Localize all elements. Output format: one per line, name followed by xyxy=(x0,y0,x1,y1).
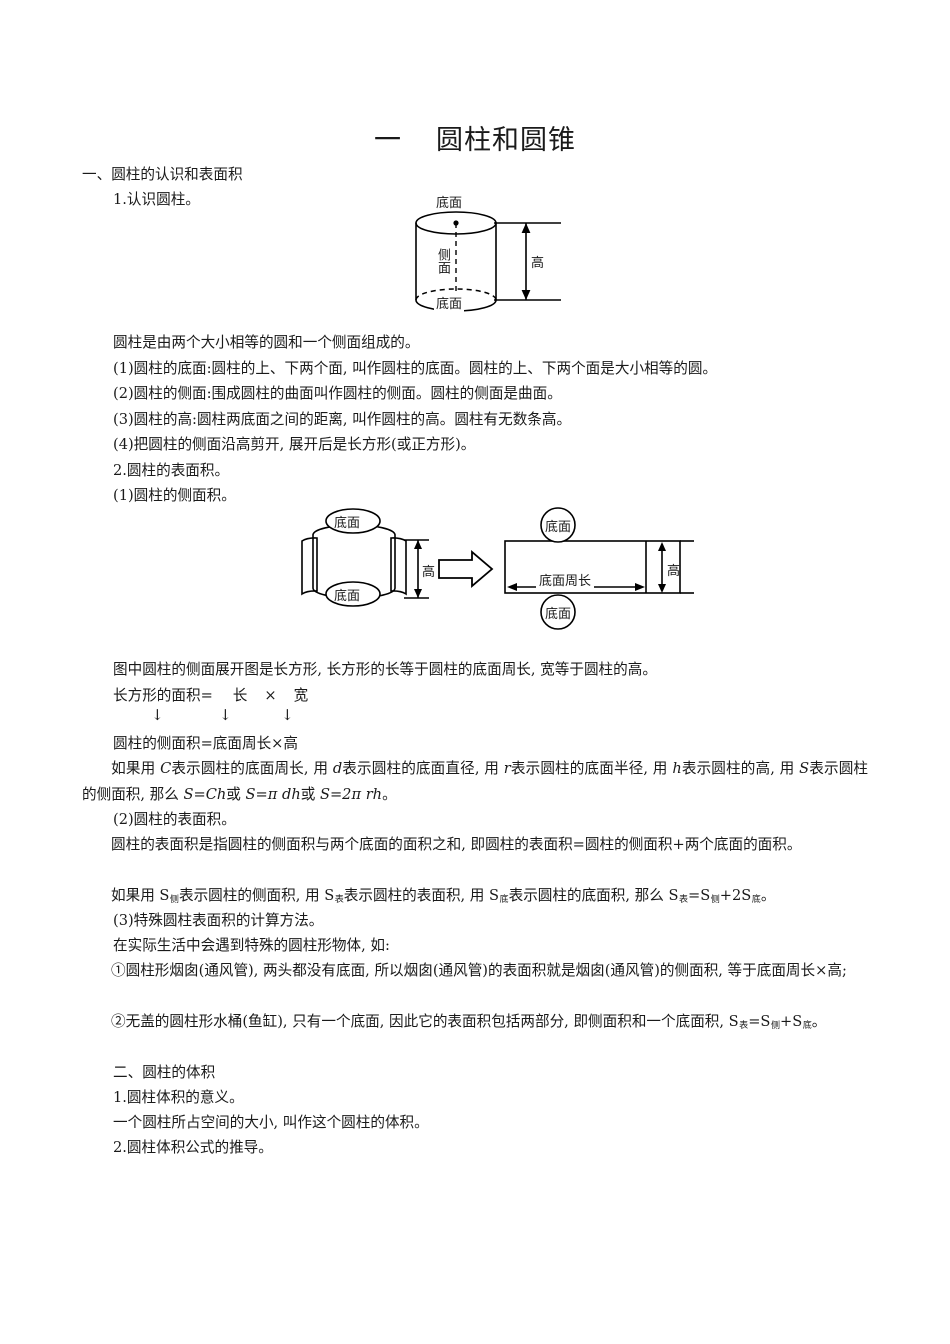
sym-r: r xyxy=(503,760,511,777)
figure2-right-top-base: 底面 xyxy=(545,520,572,535)
para-real-life-text: 在实际生活中会遇到特殊的圆柱形物体, 如: xyxy=(113,937,390,954)
sub-end: 。 xyxy=(760,887,776,904)
down-arrow-icon-3: ↓ xyxy=(281,706,294,724)
case2-p1: ②无盖的圆柱形水桶(鱼缸), 只有一个底面, 因此它的表面积包括两部分, 即侧面… xyxy=(111,1013,739,1030)
sym-end: 。 xyxy=(382,785,397,803)
section-heading-2: 二、圆柱的体积 xyxy=(82,1060,868,1086)
para-surface-area-head: 2.圆柱的表面积。 xyxy=(113,461,230,479)
sym-or-1: 或 xyxy=(226,785,246,803)
case2-p3: +S xyxy=(779,1013,803,1030)
figure1-label-bottom-base: 底面 xyxy=(434,293,465,312)
title-number: 一 xyxy=(374,125,402,156)
subsection-1-1: 1.认识圆柱。 xyxy=(82,187,899,213)
para-surface-item-2: (2)圆柱的表面积。 xyxy=(82,807,868,833)
figure2-left-top-base: 底面 xyxy=(334,516,361,531)
sub-4: 表 xyxy=(678,894,688,905)
formula-term-length: 长 xyxy=(232,687,248,704)
para-item-2-label: (2)圆柱的表面积。 xyxy=(113,811,236,828)
para-base-face: (1)圆柱的底面:圆柱的上、下两个面, 叫作圆柱的底面。圆柱的上、下两个面是大小… xyxy=(113,359,718,377)
sym-or-2: 或 xyxy=(300,785,320,803)
figure1-label-height: 高 xyxy=(531,256,545,271)
para-surface-definition-text: 圆柱的表面积是指圆柱的侧面积与两个底面的面积之和, 即圆柱的表面积=圆柱的侧面积… xyxy=(111,836,802,853)
para-cylinder-def: 圆柱是由两个大小相等的圆和一个侧面组成的。 xyxy=(113,334,420,351)
sym-S: S xyxy=(799,760,810,777)
down-arrow-icon-2: ↓ xyxy=(219,706,232,724)
sub-p6: +2S xyxy=(719,887,752,904)
subsection-1-1-label: 1.认识圆柱。 xyxy=(113,191,200,208)
para-subscript-formula: 如果用 S侧表示圆柱的侧面积, 用 S表表示圆柱的表面积, 用 S底表示圆柱的底… xyxy=(82,883,868,913)
section-2-item-1-label: 1.圆柱体积的意义。 xyxy=(113,1089,244,1106)
sub-p5: =S xyxy=(688,887,711,904)
sym-d: d xyxy=(332,760,343,777)
section-heading-1: 一、圆柱的认识和表面积 xyxy=(82,162,868,188)
formula-mapping-arrows: ↓ ↓ ↓ xyxy=(82,708,868,734)
section-2-item-3: 2.圆柱体积公式的推导。 xyxy=(82,1135,868,1161)
sym-formula-1: S=Ch xyxy=(183,785,227,803)
sym-p5: 表示圆柱的高, 用 xyxy=(681,760,800,777)
sub-2: 表 xyxy=(334,894,344,905)
paragraph-unfold-explain: 图中圆柱的侧面展开图是长方形, 长方形的长等于圆柱的底面周长, 宽等于圆柱的高。 xyxy=(82,657,868,683)
title-text: 圆柱和圆锥 xyxy=(436,125,576,156)
figure2-circumference: 底面周长 xyxy=(536,570,595,589)
page-title: 一 圆柱和圆锥 xyxy=(0,118,950,157)
sym-formula-3: S=2π rh xyxy=(319,785,383,803)
sub-5: 侧 xyxy=(710,894,720,905)
sub-p3: 表示圆柱的表面积, 用 S xyxy=(343,887,500,904)
figure1-label-top-base: 底面 xyxy=(434,192,465,211)
case2-end: 。 xyxy=(811,1013,827,1030)
section-2-item-1: 1.圆柱体积的意义。 xyxy=(82,1085,868,1111)
cylinder-diagram: 底面 侧面 底面 高 xyxy=(408,192,583,328)
sym-h: h xyxy=(672,760,682,777)
para-lateral-area-head: (1)圆柱的侧面积。 xyxy=(113,487,236,504)
section-2-label: 二、圆柱的体积 xyxy=(113,1064,216,1081)
para-side-face: (2)圆柱的侧面:围成圆柱的曲面叫作圆柱的侧面。圆柱的侧面是曲面。 xyxy=(113,385,562,402)
case2-sub-2: 侧 xyxy=(770,1020,780,1031)
figure2-left-bottom-base: 底面 xyxy=(334,589,361,604)
formula-words-line: 长方形的面积= 长 × 宽 xyxy=(82,683,868,709)
para-height: (3)圆柱的高:圆柱两底面之间的距离, 叫作圆柱的高。圆柱有无数条高。 xyxy=(113,410,572,428)
sym-p2: 表示圆柱的底面周长, 用 xyxy=(171,760,333,777)
para-item-3: (3)特殊圆柱表面积的计算方法。 xyxy=(82,908,868,934)
sub-p4: 表示圆柱的底面积, 那么 S xyxy=(508,887,679,904)
sub-p1: 如果用 S xyxy=(111,887,170,904)
sym-p1: 如果用 xyxy=(111,760,161,777)
section-2-item-2-label: 一个圆柱所占空间的大小, 叫作这个圆柱的体积。 xyxy=(113,1114,429,1131)
sub-p2: 表示圆柱的侧面积, 用 S xyxy=(178,887,335,904)
para-case-1: ①圆柱形烟囱(通风管), 两头都没有底面, 所以烟囱(通风管)的表面积就是烟囱(… xyxy=(82,958,868,984)
section-1-label: 一、圆柱的认识和表面积 xyxy=(82,166,243,183)
section-2-item-3-label: 2.圆柱体积公式的推导。 xyxy=(113,1139,273,1156)
sub-6: 底 xyxy=(751,894,761,905)
formula-prefix: 长方形的面积= xyxy=(113,687,213,704)
para-item-3-label: (3)特殊圆柱表面积的计算方法。 xyxy=(113,912,324,929)
para-case-1-text: ①圆柱形烟囱(通风管), 两头都没有底面, 所以烟囱(通风管)的表面积就是烟囱(… xyxy=(111,962,847,979)
cylinder-unfold-diagram: 底面 底面 高 底面 底面 底面周长 高 xyxy=(296,507,696,638)
sub-1: 侧 xyxy=(169,894,179,905)
sym-p3: 表示圆柱的底面直径, 用 xyxy=(342,760,504,777)
case2-sub-3: 底 xyxy=(802,1020,812,1031)
case2-p2: =S xyxy=(748,1013,771,1030)
sym-p6: 表示圆柱的侧面积, 那么 xyxy=(82,760,869,803)
sym-p4: 表示圆柱的底面半径, 用 xyxy=(510,760,673,777)
para-real-life: 在实际生活中会遇到特殊的圆柱形物体, 如: xyxy=(82,933,868,959)
formula-term-width: 宽 xyxy=(293,687,309,704)
paragraph-symbols: 如果用 C表示圆柱的底面周长, 用 d表示圆柱的底面直径, 用 r表示圆柱的底面… xyxy=(82,756,868,807)
para-unfold: (4)把圆柱的侧面沿高剪开, 展开后是长方形(或正方形)。 xyxy=(113,436,476,453)
figure2-right-bottom-base: 底面 xyxy=(545,607,572,622)
paragraph-block-1: 圆柱是由两个大小相等的圆和一个侧面组成的。 (1)圆柱的底面:圆柱的上、下两个面… xyxy=(82,330,868,509)
para-case-2: ②无盖的圆柱形水桶(鱼缸), 只有一个底面, 因此它的表面积包括两部分, 即侧面… xyxy=(82,1009,868,1039)
sym-C: C xyxy=(160,760,172,777)
figure2-left-height: 高 xyxy=(422,565,436,580)
para-unfold-explain: 图中圆柱的侧面展开图是长方形, 长方形的长等于圆柱的底面周长, 宽等于圆柱的高。 xyxy=(113,661,657,678)
case2-sub-1: 表 xyxy=(739,1020,749,1031)
figure2-right-height: 高 xyxy=(667,564,681,579)
para-surface-definition: 圆柱的表面积是指圆柱的侧面积与两个底面的面积之和, 即圆柱的表面积=圆柱的侧面积… xyxy=(82,832,868,858)
formula-result-line: 圆柱的侧面积=底面周长×高 xyxy=(82,731,868,757)
figure1-label-side: 侧面 xyxy=(435,248,450,274)
sym-formula-2: S=π dh xyxy=(245,785,301,803)
sub-3: 底 xyxy=(499,894,509,905)
down-arrow-icon-1: ↓ xyxy=(151,706,164,724)
formula-times: × xyxy=(264,687,277,704)
para-lateral-formula: 圆柱的侧面积=底面周长×高 xyxy=(113,735,298,752)
section-2-item-2: 一个圆柱所占空间的大小, 叫作这个圆柱的体积。 xyxy=(82,1110,868,1136)
